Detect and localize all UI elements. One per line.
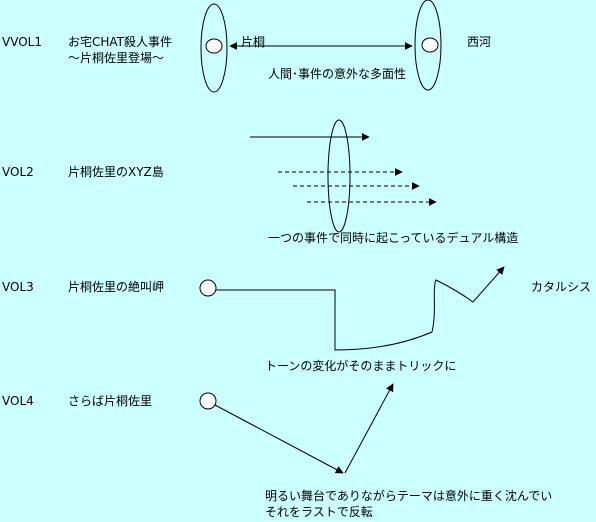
- vol3-end-label: カタルシス: [531, 280, 592, 294]
- vol4-graphic: [199, 383, 394, 474]
- vol1-left-name: 片桐: [241, 35, 266, 49]
- up-arrow: [344, 383, 394, 474]
- vol3-graphic: [199, 266, 505, 351]
- vol2-graphic: [250, 119, 437, 233]
- vol1-title-line2: ～片桐佐里登場～: [68, 51, 165, 65]
- start-node: [199, 279, 217, 297]
- down-arrow: [214, 404, 344, 474]
- vol1-right-name: 西河: [467, 35, 492, 49]
- vol2-label: VOL2: [2, 165, 34, 179]
- vol1-label: VVOL1: [2, 35, 42, 49]
- vol1-graphic: [200, 0, 442, 93]
- vol4-title: さらば片桐佐里: [68, 394, 153, 408]
- vol2-title: 片桐佐里のXYZ島: [68, 165, 164, 179]
- vol3-caption: トーンの変化がそのままトリックに: [265, 359, 457, 373]
- vol3-title: 片桐佐里の絶叫岬: [68, 280, 165, 294]
- left-lens-ellipse: [200, 3, 228, 93]
- right-inner-circle: [421, 37, 439, 53]
- vol4-caption-line2: それをラストで反転: [265, 505, 373, 519]
- vol1-caption: 人間･事件の意外な多面性: [268, 67, 407, 81]
- left-inner-circle: [205, 38, 223, 54]
- tone-curve: [216, 266, 505, 351]
- start-node: [199, 392, 217, 410]
- vol2-caption: 一つの事件で同時に起こっているデュアル構造: [268, 231, 519, 245]
- vol3-label: VOL3: [2, 280, 34, 294]
- right-lens-ellipse: [414, 0, 442, 91]
- lens-ellipse: [327, 119, 351, 233]
- vol1-title-line1: お宅CHAT殺人事件: [68, 35, 173, 49]
- vol4-caption-line1: 明るい舞台でありながらテーマは意外に重く沈んでい: [265, 489, 553, 503]
- vol4-label: VOL4: [2, 394, 34, 408]
